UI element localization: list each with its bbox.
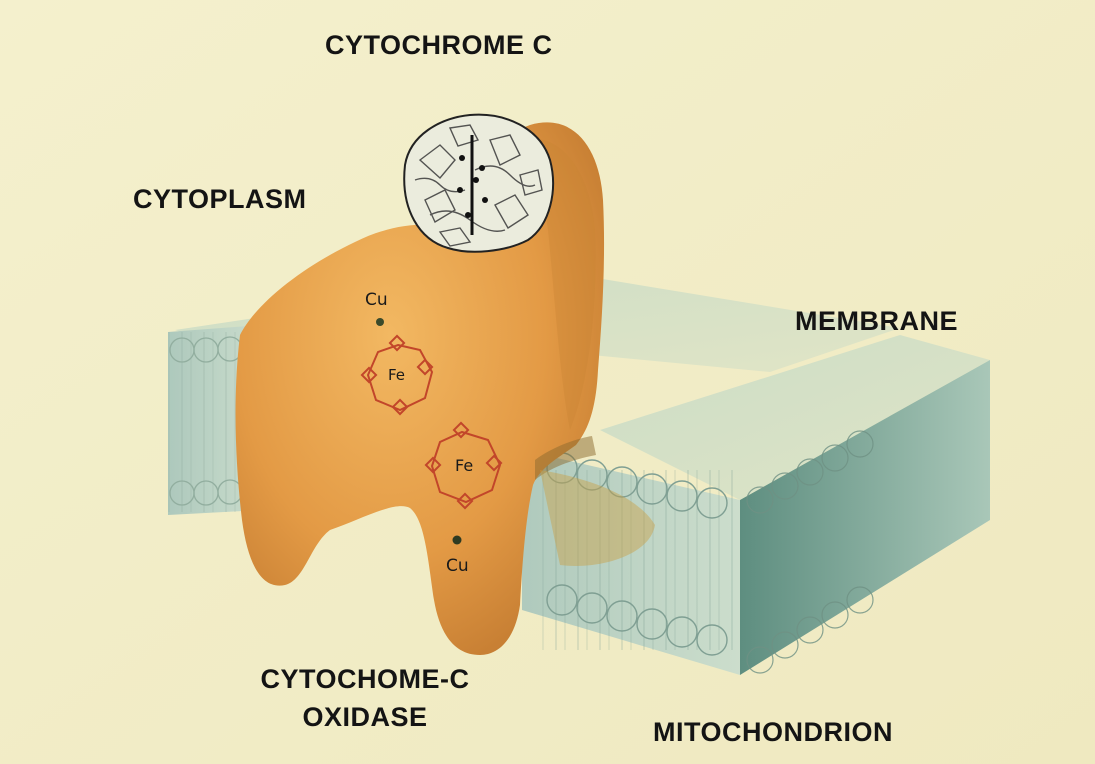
label-oxidase-line1: CYTOCHOME-C [240,660,490,698]
label-oxidase-line2: OXIDASE [240,698,490,736]
label-oxidase: CYTOCHOME-C OXIDASE [240,660,490,736]
cofactor-fe-top: Fe [388,366,405,384]
copper-dot-top [376,318,384,326]
cytochrome-c-molecule [404,115,553,252]
label-mitochondrion: MITOCHONDRION [653,717,893,748]
cofactor-fe-bottom: Fe [455,456,473,475]
label-cytochrome-c: CYTOCHROME C [325,30,553,61]
cofactor-cu-bottom: Cu [446,556,469,576]
label-membrane: MEMBRANE [795,306,958,337]
cofactor-cu-top: Cu [365,290,388,310]
copper-dot-bottom [453,536,462,545]
label-cytoplasm: CYTOPLASM [133,184,307,215]
